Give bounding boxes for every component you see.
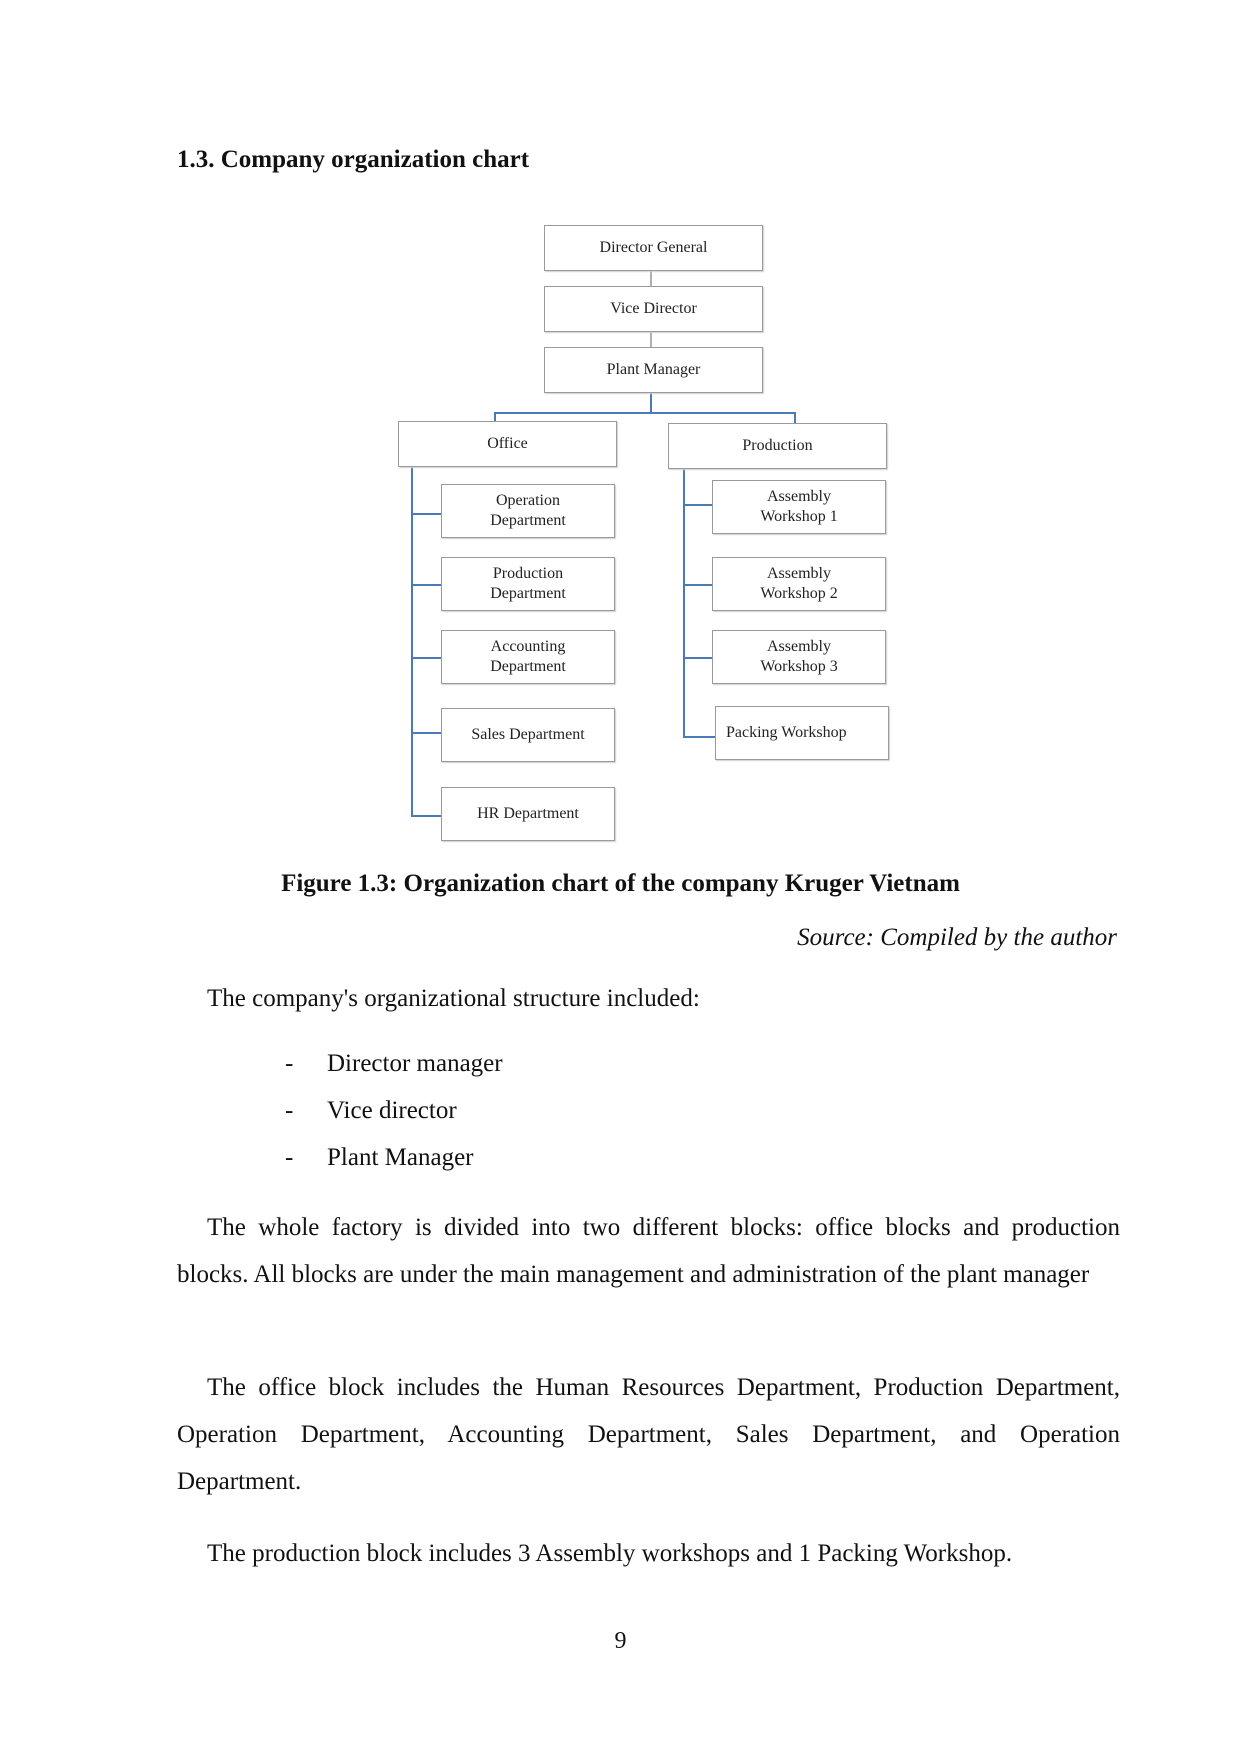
connector bbox=[794, 412, 796, 424]
paragraph-blocks: The whole factory is divided into two di… bbox=[177, 1204, 1120, 1298]
org-node-operation-department: Operation Department bbox=[441, 484, 615, 538]
org-node-assembly-workshop-1: Assembly Workshop 1 bbox=[712, 480, 886, 534]
org-node-hr-department: HR Department bbox=[441, 787, 615, 841]
connector bbox=[650, 270, 652, 287]
bullet-list: - Director manager - Vice director - Plant … bbox=[285, 1040, 503, 1181]
org-node-plant-manager: Plant Manager bbox=[544, 347, 763, 393]
connector bbox=[411, 467, 413, 816]
org-node-vice-director: Vice Director bbox=[544, 286, 763, 332]
connector bbox=[683, 584, 713, 586]
page-number: 9 bbox=[614, 1628, 627, 1654]
list-item-text: Vice director bbox=[327, 1097, 457, 1124]
connector bbox=[494, 412, 795, 414]
section-heading: 1.3. Company organization chart bbox=[177, 146, 530, 173]
list-item: - Director manager bbox=[285, 1040, 503, 1087]
connector bbox=[494, 412, 496, 422]
paragraph-text: The office block includes the Human Reso… bbox=[177, 1374, 1120, 1495]
list-item: - Vice director bbox=[285, 1087, 503, 1134]
list-item-text: Director manager bbox=[327, 1050, 503, 1077]
connector bbox=[411, 513, 442, 515]
figure-caption: Figure 1.3: Organization chart of the co… bbox=[281, 870, 960, 897]
bullet-marker: - bbox=[285, 1144, 294, 1171]
org-node-production-department: Production Department bbox=[441, 557, 615, 611]
connector bbox=[650, 331, 652, 348]
connector bbox=[683, 504, 713, 506]
figure-source: Source: Compiled by the author bbox=[797, 924, 1117, 951]
org-node-packing-workshop: Packing Workshop bbox=[715, 706, 889, 760]
org-node-production: Production bbox=[668, 423, 887, 469]
intro-paragraph: The company's organizational structure i… bbox=[207, 985, 700, 1012]
org-node-director-general: Director General bbox=[544, 225, 763, 271]
connector bbox=[411, 815, 442, 817]
list-item: - Plant Manager bbox=[285, 1134, 503, 1181]
org-node-accounting-department: Accounting Department bbox=[441, 630, 615, 684]
connector bbox=[411, 584, 442, 586]
bullet-marker: - bbox=[285, 1097, 294, 1124]
bullet-marker: - bbox=[285, 1050, 294, 1077]
org-node-assembly-workshop-3: Assembly Workshop 3 bbox=[712, 630, 886, 684]
paragraph-office-block: The office block includes the Human Reso… bbox=[177, 1364, 1120, 1505]
org-node-assembly-workshop-2: Assembly Workshop 2 bbox=[712, 557, 886, 611]
list-item-text: Plant Manager bbox=[327, 1144, 474, 1171]
connector bbox=[683, 736, 716, 738]
connector bbox=[683, 469, 685, 737]
paragraph-text: The whole factory is divided into two di… bbox=[177, 1214, 1120, 1288]
connector bbox=[411, 732, 442, 734]
org-node-office: Office bbox=[398, 421, 617, 467]
connector bbox=[683, 657, 713, 659]
connector bbox=[411, 657, 442, 659]
org-chart: Director General Vice Director Plant Man… bbox=[398, 225, 889, 841]
paragraph-production-block: The production block includes 3 Assembly… bbox=[207, 1540, 1013, 1567]
org-node-sales-department: Sales Department bbox=[441, 708, 615, 762]
connector bbox=[650, 392, 652, 412]
